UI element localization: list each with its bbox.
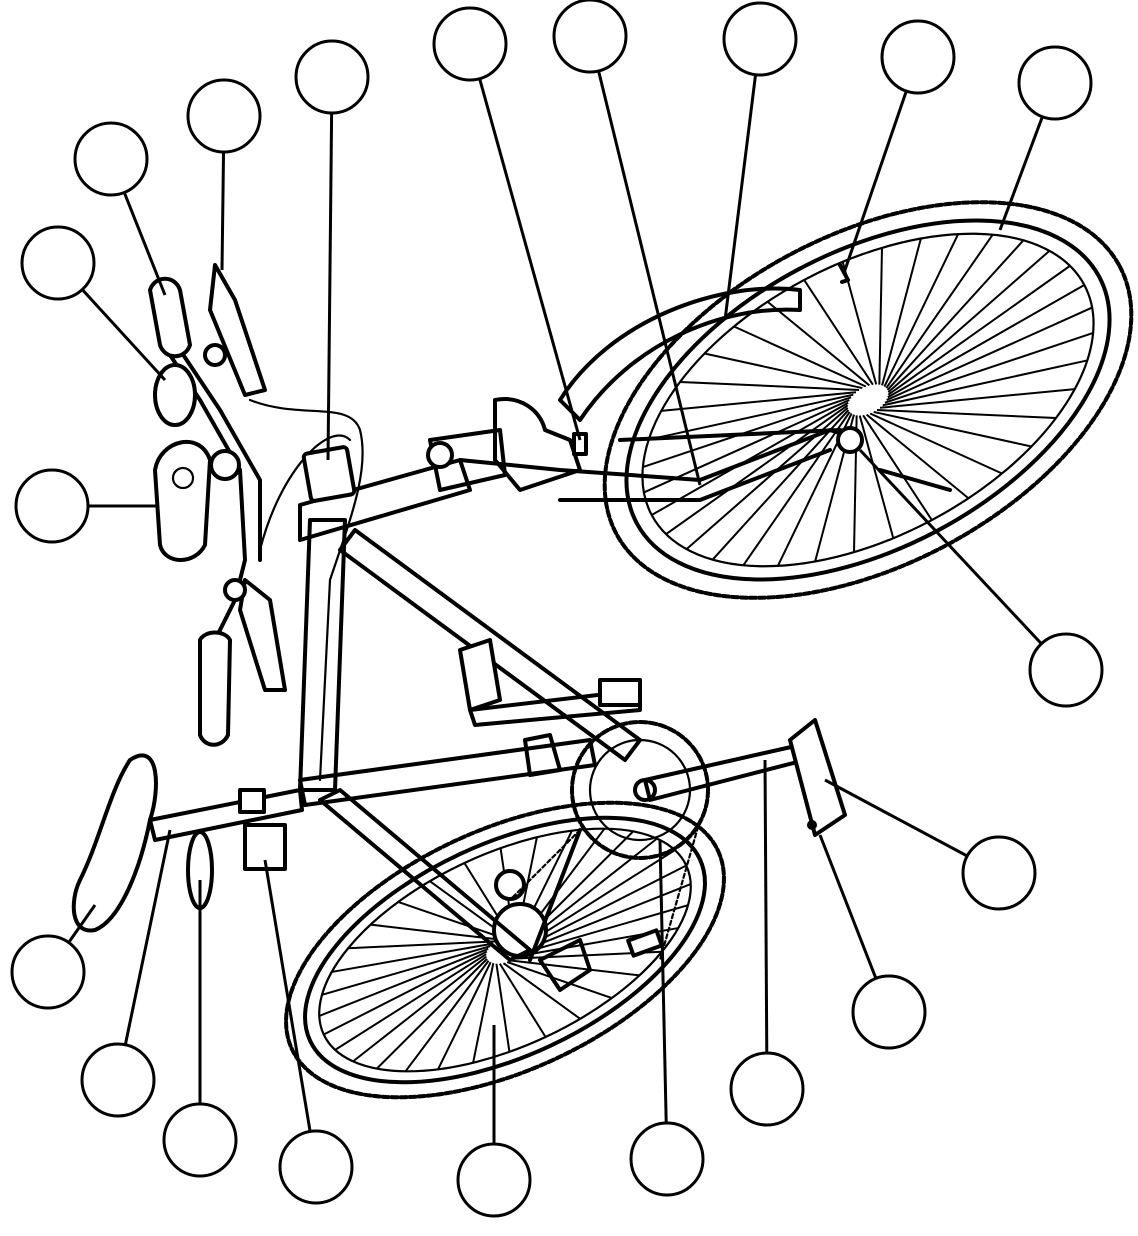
callout-circle (188, 80, 260, 152)
spoke (644, 387, 849, 506)
leader-brake-caliper (470, 44, 580, 440)
saddle (74, 755, 156, 930)
bb-block (600, 680, 640, 705)
callout-circle (82, 1044, 154, 1116)
brake-lever-pivot-bottom (225, 580, 245, 600)
callout-circle (434, 8, 506, 80)
brake-lever-pivot-top (205, 345, 225, 365)
pedal-right (790, 720, 845, 835)
spoke (332, 905, 493, 1010)
leader-fender (725, 39, 760, 320)
callout-circle (631, 1123, 703, 1195)
front-reflector (155, 442, 210, 560)
spoke (885, 285, 1088, 397)
callout-circle (164, 1104, 236, 1176)
seat-clamp (240, 790, 264, 812)
spoke (763, 415, 906, 562)
leader-crank (765, 760, 767, 1089)
front-hub (838, 428, 862, 452)
brake-lever-bottom (240, 580, 285, 690)
leader-fork (590, 36, 700, 485)
front-derailleur (525, 735, 560, 775)
brake-lever-top (210, 265, 265, 395)
callout-circle (724, 3, 796, 75)
pedal-reflector (807, 820, 817, 830)
leader-head-reflector (328, 77, 332, 460)
pedal-left (460, 640, 500, 710)
stem-clamp (211, 451, 239, 479)
grip-bottom (200, 633, 230, 745)
crank-arm (645, 745, 805, 800)
callout-circle (12, 936, 84, 1008)
callout-circle (882, 21, 954, 93)
spoke (874, 354, 1032, 504)
spoke (855, 240, 1055, 390)
callout-circle (16, 470, 88, 542)
callout-circle (280, 1131, 352, 1203)
front-wheel (539, 121, 1138, 680)
leader-seat-reflector (265, 860, 316, 1167)
callout-circle (1030, 634, 1102, 706)
callout-circle (458, 1144, 530, 1216)
callout-circle (1019, 47, 1091, 119)
spoke (887, 294, 1092, 413)
callout-circles (12, 0, 1102, 1216)
front-tire-inner (567, 146, 1138, 653)
front-brake-caliper (495, 399, 580, 490)
callout-circle (296, 41, 368, 113)
callout-circle (731, 1053, 803, 1125)
leader-chain (660, 840, 667, 1159)
spoke (830, 238, 973, 385)
callout-circle (963, 837, 1035, 909)
spoke (348, 890, 496, 999)
headset (428, 443, 452, 467)
callout-circle (554, 0, 626, 72)
rear-cassette (494, 904, 546, 956)
spoke (337, 957, 503, 1062)
grip-top (150, 279, 190, 357)
callout-circle (853, 976, 925, 1048)
callout-circle (75, 123, 147, 195)
callout-circle (22, 227, 94, 299)
spoke (354, 959, 509, 1069)
front-tire-outer (539, 121, 1138, 680)
rear-hub (496, 871, 524, 899)
